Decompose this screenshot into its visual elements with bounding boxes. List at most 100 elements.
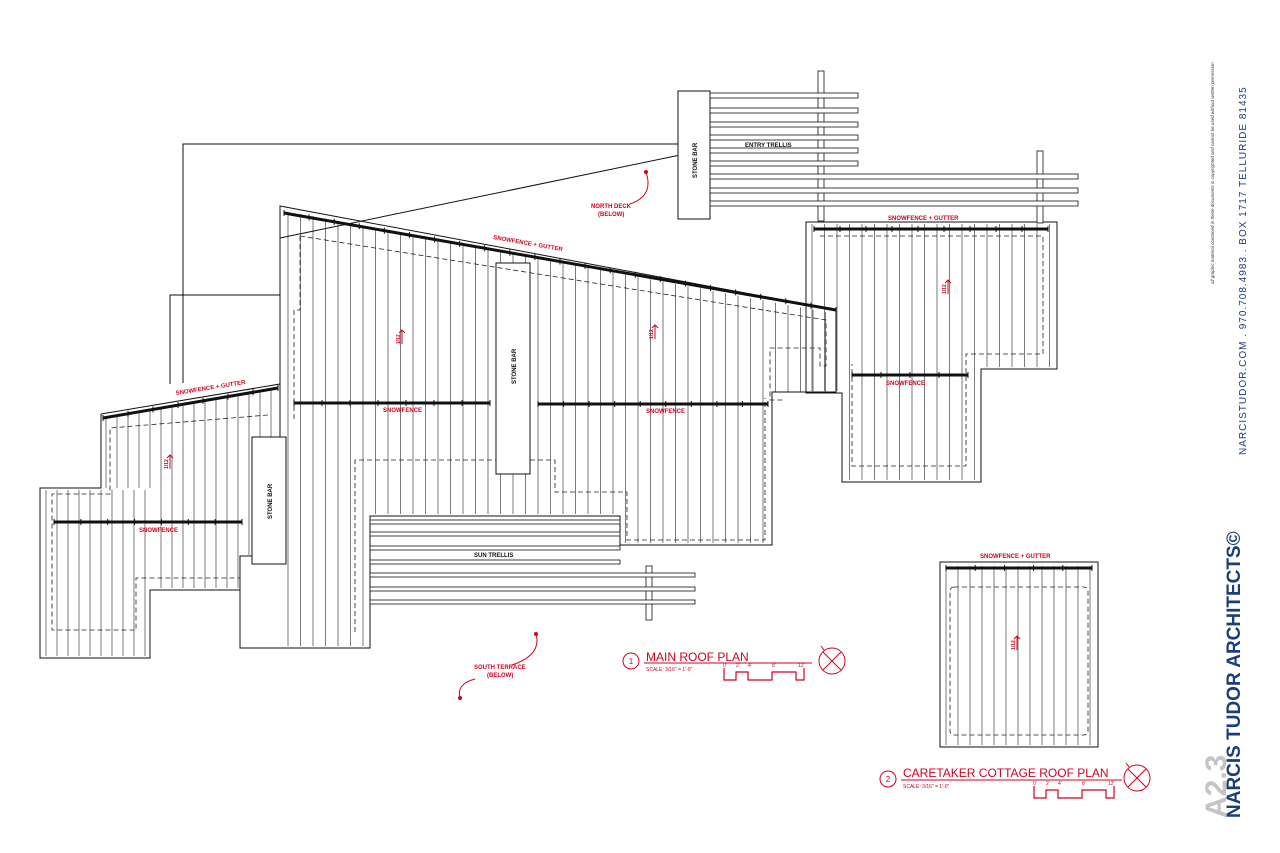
stone-bar-label: STONE BAR	[268, 483, 274, 519]
plan-number-circle	[879, 770, 897, 788]
slope-label: 1/12	[396, 334, 402, 344]
annotation-dots	[458, 170, 648, 700]
trellis-post	[1036, 150, 1044, 224]
copyright-notice: all graphic material contained in these …	[1210, 62, 1215, 284]
snowfence-label: SNOWFENCE	[886, 381, 925, 387]
stone-bar-label: STONE BAR	[693, 142, 699, 178]
sun-trellis-bar	[369, 519, 621, 525]
trellis-bar	[709, 92, 859, 99]
trellis-bar	[709, 187, 1079, 194]
slope-label: 1/12	[164, 459, 170, 469]
north-arrow-icon	[1123, 762, 1151, 792]
trellis-bar	[709, 173, 1079, 180]
trellis-post	[817, 70, 825, 222]
south-terrace-leader	[511, 633, 538, 666]
stone-bar-north	[677, 90, 711, 220]
plan-title: MAIN ROOF PLAN	[646, 650, 749, 664]
north-deck-below-label: (BELOW)	[598, 212, 624, 218]
roof-edge-line	[279, 154, 681, 239]
scale-tick: 0'	[1033, 781, 1037, 787]
snowfence-ticks	[53, 210, 1093, 571]
left-wing-dashed	[51, 414, 269, 631]
firm-name: NARCIS TUDOR ARCHITECTS©	[1224, 531, 1245, 818]
south-terrace-leader-lower	[458, 678, 476, 699]
slope-arrow: 1/12	[1011, 635, 1021, 650]
east-block-dashed	[820, 235, 1044, 467]
north-deck-leader	[629, 171, 649, 205]
trellis-bar	[709, 121, 859, 128]
slope-label: 1/12	[649, 329, 655, 339]
title-block: A2.3 NARCIS TUDOR ARCHITECTS© NARCISTUDO…	[1200, 62, 1249, 818]
slope-label: 1/12	[942, 284, 948, 294]
main-roof-dashed	[299, 235, 827, 401]
firm-contact: NARCISTUDOR.COM . 970.708.4983 . BOX 171…	[1238, 86, 1249, 455]
plan-scale: SCALE: 3/16" = 1'-0"	[903, 784, 950, 790]
leader-dot	[534, 632, 538, 636]
sun-trellis-bar	[369, 559, 621, 565]
slope-arrow: 1/12	[649, 324, 659, 339]
stone-bar-west	[251, 436, 287, 565]
slope-arrow: 1/12	[942, 279, 952, 294]
scale-tick: 8'	[1082, 781, 1086, 787]
trellis-bar	[709, 160, 859, 167]
sun-trellis-bar	[369, 545, 621, 551]
stone-bar-center	[495, 262, 531, 475]
scale-bar: 0' 2' 4' 8' 12'	[723, 663, 805, 681]
snowfence-label: SNOWFENCE	[139, 528, 178, 534]
slope-label: 1/12	[1011, 640, 1017, 650]
cottage-dashed	[949, 586, 1089, 736]
trellis-bar	[709, 134, 859, 141]
roof-hatching	[45, 211, 1091, 745]
scale-tick: 12'	[798, 663, 805, 669]
plan-scale: SCALE: 3/16" = 1'-0"	[646, 667, 693, 673]
leader-dot	[644, 170, 648, 174]
south-terrace-label: SOUTH TERRACE	[474, 665, 526, 671]
snowfence-label: SNOWFENCE	[646, 409, 685, 415]
slope-arrow: 1/12	[164, 454, 174, 469]
plan-title: CARETAKER COTTAGE ROOF PLAN	[903, 766, 1109, 780]
cottage-roof-plan-title: 2 CARETAKER COTTAGE ROOF PLAN SCALE: 3/1…	[879, 762, 1151, 799]
north-deck-label: NORTH DECK	[591, 204, 632, 210]
sheet-number: A2.3	[1200, 755, 1233, 818]
building-outlines	[39, 90, 1099, 748]
sun-trellis-bar	[369, 599, 696, 605]
trellis-bar	[709, 147, 859, 154]
entry-trellis-label: ENTRY TRELLIS	[745, 143, 792, 149]
leader-dot	[458, 696, 462, 700]
slope-arrow: 1/12	[396, 329, 406, 344]
scale-tick: 4'	[748, 663, 752, 669]
upper-left-walls	[182, 143, 680, 383]
scale-tick: 8'	[772, 663, 776, 669]
cottage-outline	[939, 561, 1099, 748]
main-roof-dashed-west	[293, 236, 301, 420]
scale-tick: 0'	[723, 663, 727, 669]
dashed-interior-lines	[51, 235, 1089, 736]
trellis-bar	[709, 107, 859, 114]
entry-trellis	[709, 70, 1079, 224]
east-block-outline	[805, 221, 1058, 483]
plan-number: 2	[886, 775, 891, 784]
stone-bar-label: STONE BAR	[512, 348, 518, 384]
sun-trellis-post	[645, 565, 653, 621]
offset-wall	[169, 294, 280, 384]
sun-trellis-bar	[369, 586, 696, 592]
main-roof-plan-title: 1 MAIN ROOF PLAN SCALE: 3/16" = 1'-0" 0'…	[622, 645, 846, 681]
gutter-east-label: SNOWFENCE + GUTTER	[888, 216, 959, 222]
scale-tick: 12'	[1108, 781, 1115, 787]
gutter-cottage-label: SNOWFENCE + GUTTER	[980, 554, 1051, 560]
annotation-leaders	[458, 171, 649, 699]
plan-number: 1	[629, 657, 634, 666]
plan-number-circle	[622, 652, 640, 670]
sun-trellis-bar	[369, 531, 621, 537]
north-arrow-icon	[818, 645, 846, 675]
scale-bar: 0' 2' 4' 8' 12'	[1033, 781, 1115, 799]
main-roof-dashed-south	[354, 459, 496, 632]
scale-tick: 2'	[1046, 781, 1050, 787]
main-roof-dashed-center	[530, 398, 766, 541]
sun-trellis-bar	[369, 572, 696, 578]
sun-trellis	[369, 519, 696, 621]
scale-tick: 4'	[1058, 781, 1062, 787]
sun-trellis-label: SUN TRELLIS	[474, 553, 513, 559]
